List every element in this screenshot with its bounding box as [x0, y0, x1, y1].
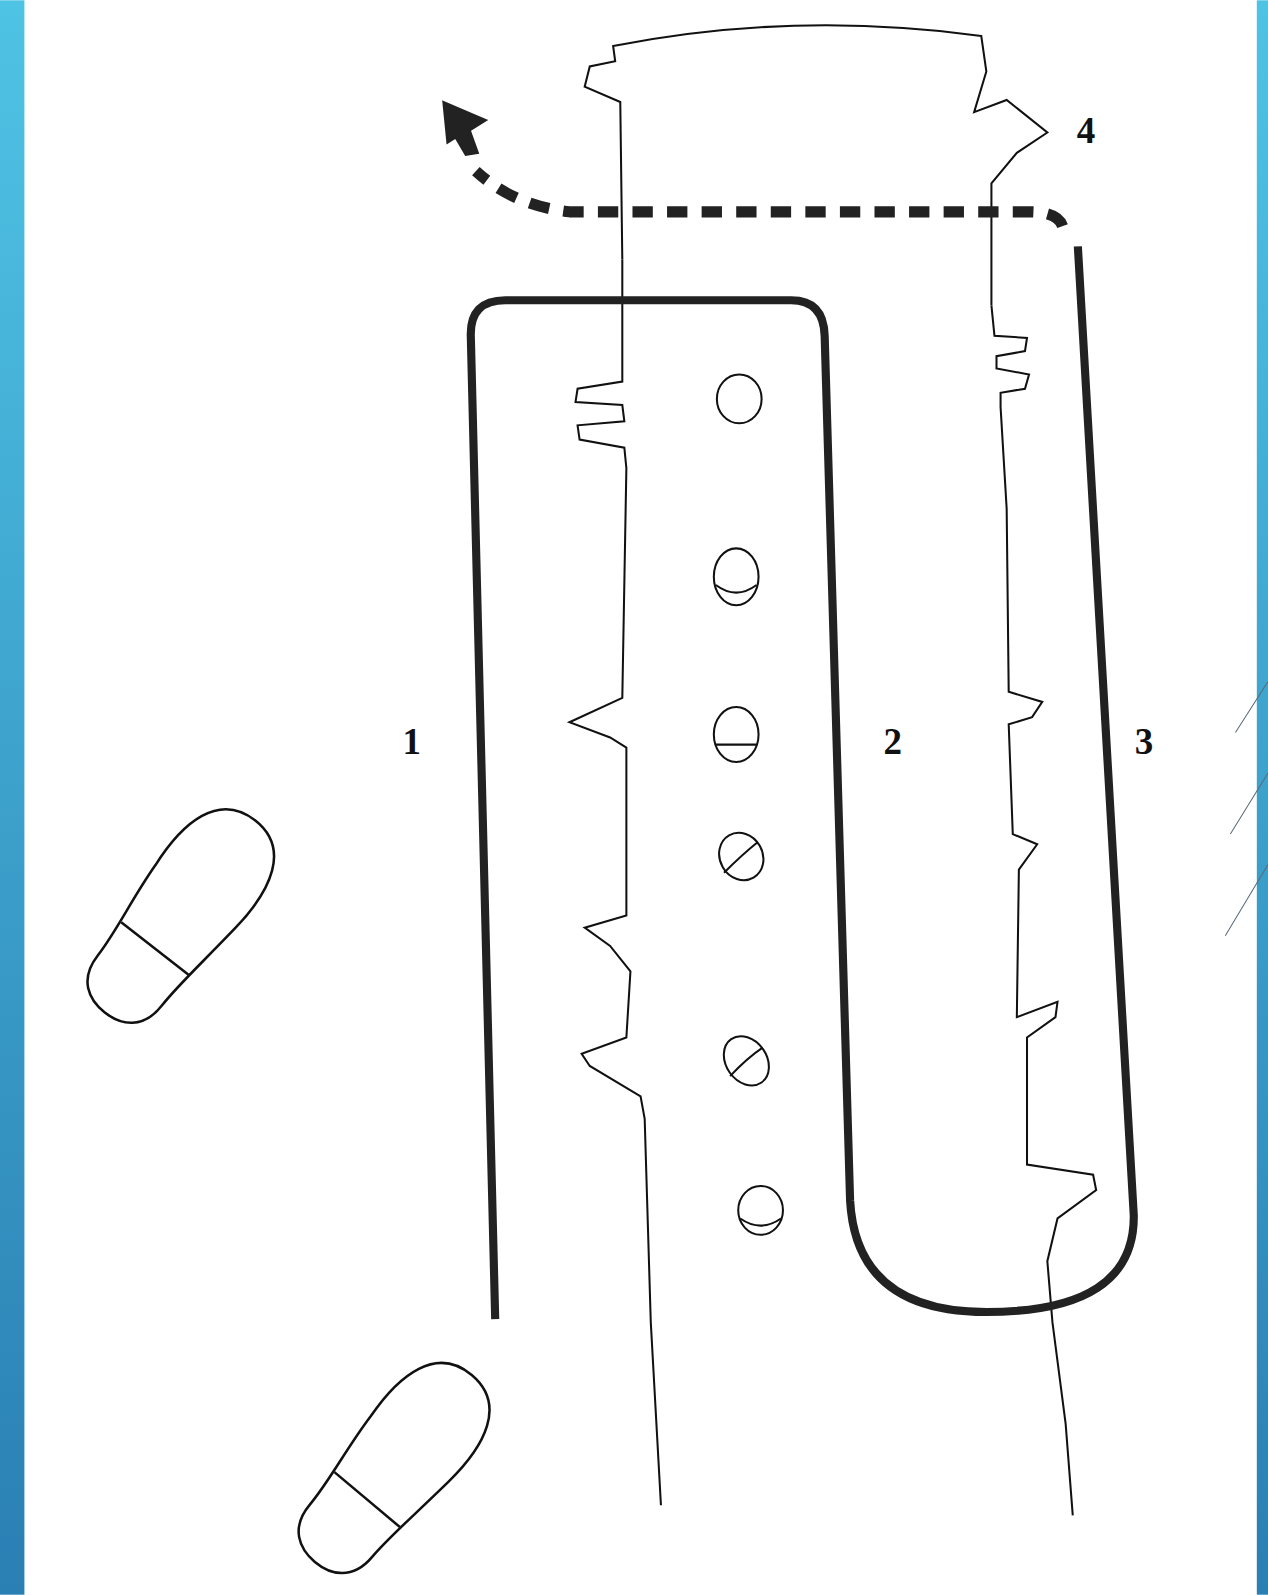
band-stripes [1225, 682, 1268, 936]
footprint [275, 1342, 512, 1595]
route-arrowhead [443, 102, 486, 155]
hole-marks [711, 374, 783, 1234]
return-route [476, 171, 1063, 226]
search-route [471, 246, 1134, 1319]
callout-number: 2 [884, 722, 903, 759]
side-band [1257, 0, 1268, 1594]
callout-number: 1 [403, 722, 422, 759]
callout-number: 3 [1135, 722, 1154, 759]
callout-number: 4 [1077, 112, 1096, 149]
side-band [0, 0, 24, 1594]
footprint [64, 788, 296, 1044]
strip-outline [569, 25, 1096, 1515]
